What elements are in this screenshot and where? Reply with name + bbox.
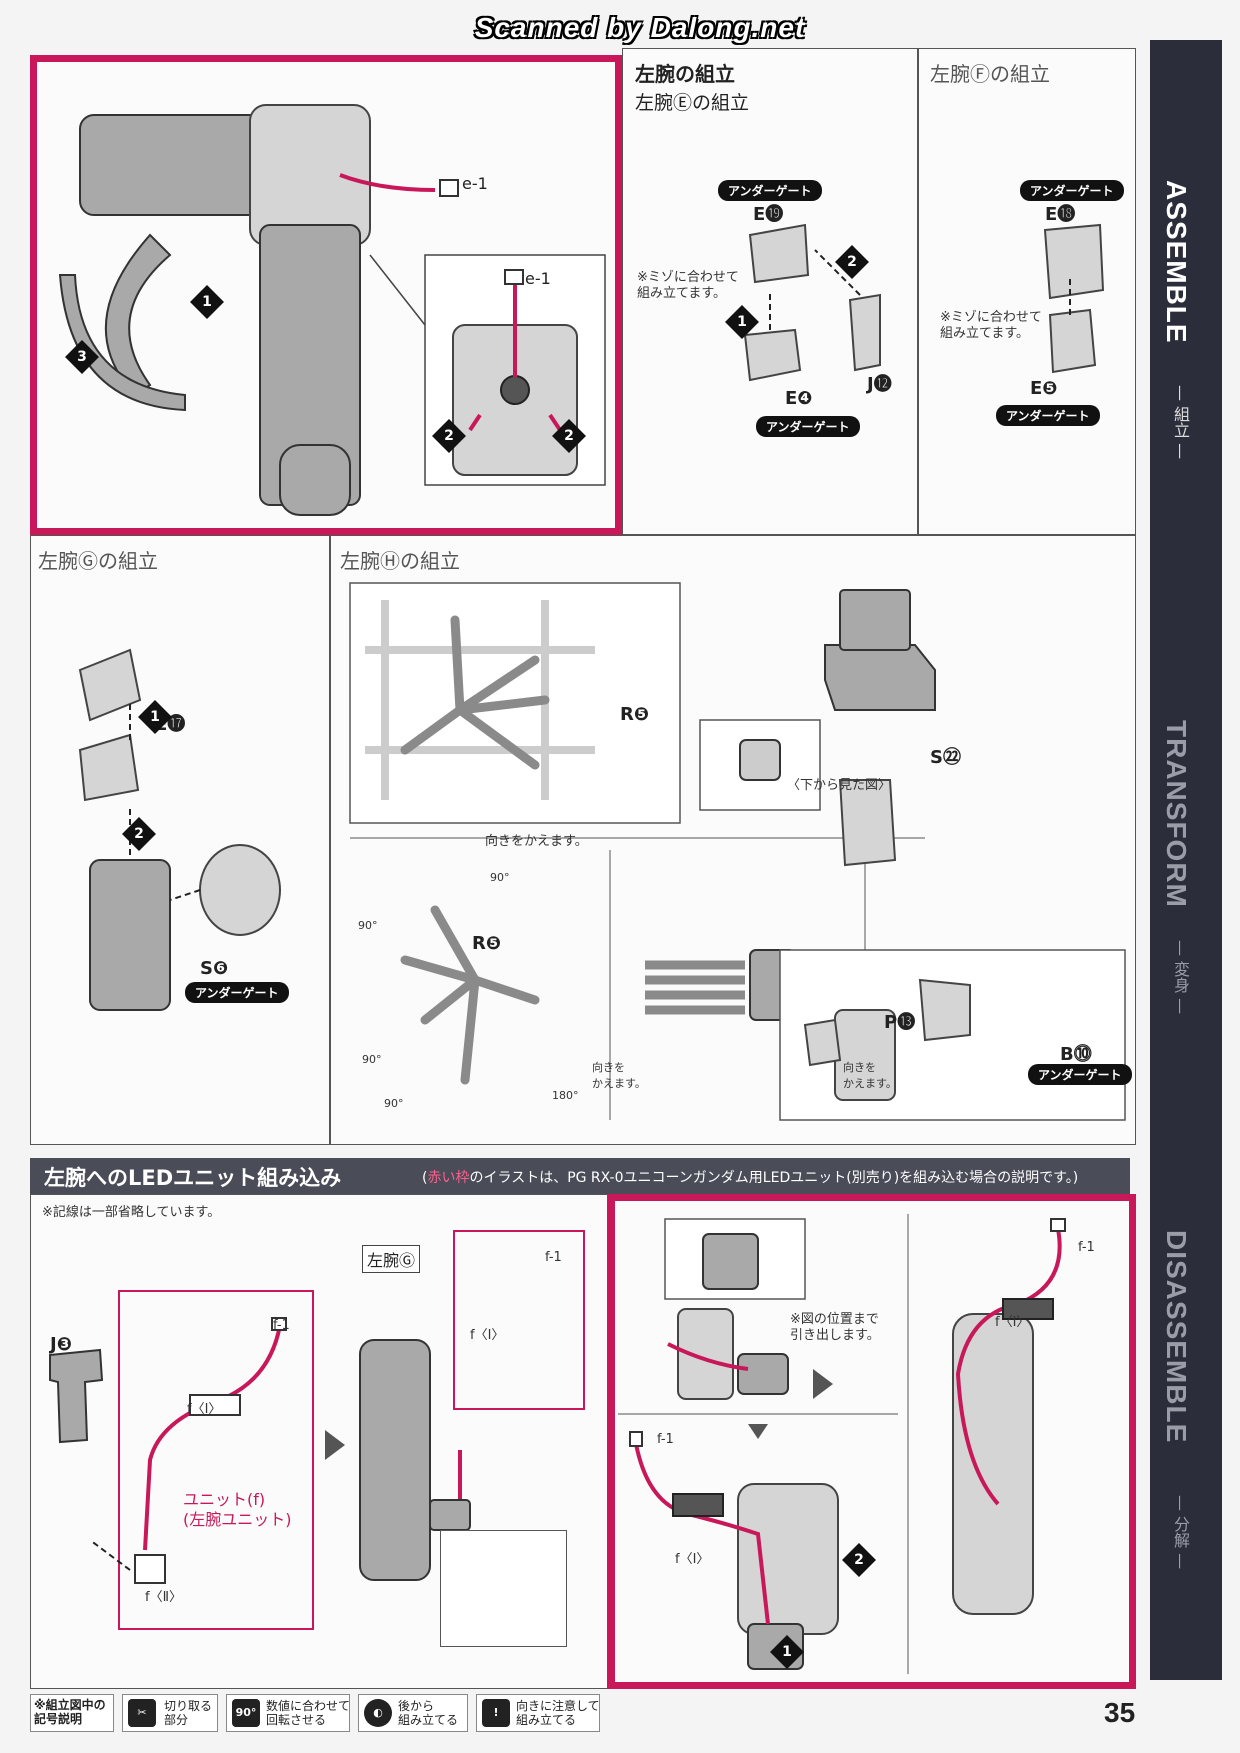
panel5-turn2: 向きを かえます。: [592, 1061, 646, 1090]
led-right-illustration: [618, 1214, 1066, 1674]
panel3-illustration: [1043, 223, 1105, 374]
led-omit-note: ※記線は一部省略しています。: [42, 1205, 221, 1220]
wire-label-e1-inset: e-1: [525, 269, 551, 288]
panel4-step2: 2: [122, 817, 156, 851]
step-2a: 2: [432, 419, 466, 453]
step-1: 1: [190, 285, 224, 319]
legend-rotate: 数値に合わせて 回転させる: [266, 1699, 351, 1727]
panel3-note: ※ミゾに合わせて 組み立てます。: [940, 310, 1042, 341]
rotate-90-b: 90°: [490, 871, 510, 884]
panel2-subtitle: 左腕Ⓔの組立: [635, 92, 750, 114]
led-f1-b: f-1: [545, 1250, 562, 1265]
led-section-header: 左腕へのLEDユニット組み込み (赤い枠のイラストは、PG RX-0ユニコーンガ…: [30, 1158, 1130, 1194]
gate-badge-top: アンダーゲート: [718, 180, 822, 201]
scan-banner: Scanned by Dalong.net: [474, 12, 806, 43]
led-fI-c: f〈Ⅰ〉: [675, 1552, 710, 1567]
panel4-step1: 1: [138, 700, 172, 734]
sidebar-assemble: ASSEMBLE: [1161, 180, 1192, 344]
panel4-gate: アンダーゲート: [185, 982, 289, 1003]
panel2-title: 左腕の組立: [635, 62, 735, 86]
symbol-legend: ※組立図中の 記号説明 ✂ 切り取る 部分 90° 数値に合わせて 回転させる …: [30, 1694, 600, 1734]
panel5-bottom-view: 〈下から見た図〉: [787, 778, 892, 793]
legend-later: 後から 組み立てる: [398, 1699, 459, 1727]
rotate-90-d: 90°: [384, 1097, 404, 1110]
led-unit-frame: [118, 1290, 314, 1630]
panel3-gate-bottom: アンダーゲート: [996, 405, 1100, 426]
led-fII: f〈Ⅱ〉: [145, 1590, 182, 1605]
rotate-90-a: 90°: [358, 919, 378, 932]
led-note: (赤い枠のイラストは、PG RX-0ユニコーンガンダム用LEDユニット(別売り)…: [422, 1170, 1079, 1186]
led-step1: 1: [770, 1635, 804, 1669]
sidebar-disassemble-sub: — 分解 —: [1171, 1495, 1190, 1570]
part-r5-hand: R❺: [472, 933, 502, 954]
part-r5-runner: R❺: [620, 704, 650, 725]
step-3: 3: [65, 340, 99, 374]
part-e4: E❹: [785, 388, 813, 409]
led-unit-label: ユニット(f) (左腕ユニット): [183, 1490, 292, 1529]
panel-left-arm-e: [622, 48, 918, 535]
part-p13: P⓭: [884, 1012, 916, 1033]
led-f1-c: f-1: [657, 1432, 674, 1447]
nipper-icon: ✂: [128, 1699, 156, 1727]
part-e5: E❺: [1030, 378, 1058, 399]
led-pull-note: ※図の位置まで 引き出します。: [790, 1312, 880, 1343]
panel2-step1: 1: [725, 305, 759, 339]
led-f1-a: f-1: [273, 1318, 290, 1333]
sidebar-assemble-sub: — 組立 —: [1171, 385, 1190, 460]
part-e18: E⓲: [1045, 204, 1076, 225]
legend-head: ※組立図中の 記号説明: [34, 1698, 106, 1726]
panel4-illustration: [78, 648, 281, 1011]
part-j12: J⓬: [867, 374, 892, 395]
sidebar-transform: TRANSFORM: [1161, 720, 1192, 908]
later-assemble-icon: ◐: [364, 1699, 392, 1727]
step-2b: 2: [552, 419, 586, 453]
sidebar-disassemble: DISASSEMBLE: [1161, 1230, 1192, 1444]
panel5-turn3: 向きを かえます。: [843, 1061, 897, 1090]
part-j3: J❸: [50, 1334, 72, 1355]
panel2-illustration: [743, 223, 881, 382]
part-s22: S㉒: [930, 747, 961, 768]
panel5-title: 左腕Ⓗの組立: [340, 549, 460, 573]
led-f1-d: f-1: [1078, 1240, 1095, 1255]
sidebar-transform-sub: — 変身 —: [1171, 940, 1190, 1015]
caution-icon: !: [482, 1699, 510, 1727]
part-b10: B⓾: [1060, 1044, 1092, 1065]
led-title: 左腕へのLEDユニット組み込み: [44, 1166, 342, 1190]
led-arm-g-label: 左腕Ⓖ: [362, 1245, 421, 1273]
led-detail-inset: [440, 1530, 567, 1647]
rotate-90-c: 90°: [362, 1053, 382, 1066]
panel5-gate: アンダーゲート: [1028, 1064, 1132, 1085]
part-s6: S❻: [200, 958, 229, 979]
panel-left-arm-g: [30, 535, 330, 1145]
legend-cut: 切り取る 部分: [164, 1699, 213, 1727]
led-wire-frame: [453, 1230, 585, 1410]
panel3-gate-top: アンダーゲート: [1020, 180, 1124, 201]
led-left-illustration: [49, 1317, 471, 1584]
arm-illustration: [58, 104, 606, 516]
page-number: 35: [1104, 1697, 1136, 1728]
legend-head-box: [30, 1694, 114, 1732]
led-fI-d: f〈Ⅰ〉: [995, 1315, 1030, 1330]
gate-badge-bottom: アンダーゲート: [756, 416, 860, 437]
panel4-title: 左腕Ⓖの組立: [38, 549, 158, 573]
section-sidebar: [1150, 40, 1222, 1680]
rotate-180: 180°: [552, 1089, 579, 1102]
led-step2: 2: [842, 1543, 876, 1577]
panel2-note: ※ミゾに合わせて 組み立てます。: [637, 270, 739, 301]
panel5-turn: 向きをかえます。: [485, 834, 588, 849]
legend-caution: 向きに注意して 組み立てる: [516, 1699, 600, 1727]
part-e19: E⓳: [753, 204, 784, 225]
panel5-illustration: [349, 582, 1126, 1121]
panel2-step2: 2: [835, 245, 869, 279]
rotate-icon: 90°: [232, 1699, 260, 1727]
led-fI-a: f〈Ⅰ〉: [187, 1402, 222, 1417]
wire-label-e1-top: e-1: [462, 174, 488, 193]
panel3-title: 左腕Ⓕの組立: [930, 62, 1050, 86]
led-fI-b: f〈Ⅰ〉: [470, 1328, 505, 1343]
